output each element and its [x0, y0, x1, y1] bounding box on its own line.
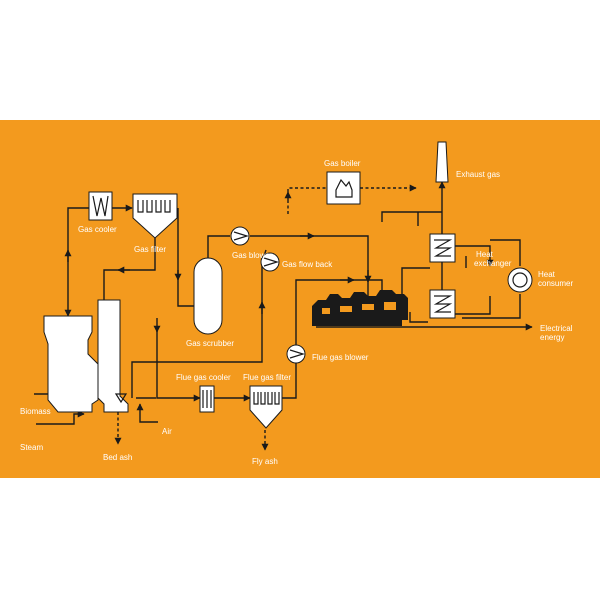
gasifier-label: Gasfier — [46, 318, 72, 327]
exhaust-stack — [435, 141, 449, 183]
blower-icon — [289, 349, 306, 359]
flue-gas-filter — [249, 385, 283, 429]
combustion-chamber-label: Combustion chamber — [107, 322, 116, 398]
gas-scrubber-label: Gas scrubber — [186, 339, 234, 348]
flue-gas-blower — [286, 344, 306, 364]
electrical-energy-label-line2: energy — [540, 333, 564, 342]
steam-label: Steam — [20, 443, 43, 452]
heat-consumer-label-line1: Heat — [538, 270, 556, 279]
gas-filter — [132, 193, 178, 239]
heat-exchanger-coil-icon — [202, 390, 212, 408]
heat-exchanger-top — [429, 233, 456, 263]
heat-exchanger-coil-icon — [92, 195, 109, 217]
blower-icon — [263, 257, 280, 267]
radiator-circle-icon — [512, 272, 528, 288]
gas-blower-label: Gas blower — [232, 251, 273, 260]
flue-gas-blower-label: Flue gas blower — [312, 353, 369, 362]
exhaust-gas-label: Exhaust gas — [456, 170, 500, 179]
bag-filter-icon — [137, 200, 171, 213]
gas-flow-back-label: Gas flow back — [282, 260, 333, 269]
flue-gas-filter-label: Flue gas filter — [243, 373, 291, 382]
heat-exchanger-label-line1: Heat — [476, 250, 494, 259]
labels: Gasfier Combustion chamber Biomass Steam… — [20, 159, 573, 466]
gas-engine-icon — [312, 290, 408, 326]
gas-boiler — [326, 171, 361, 205]
gas-filter-label: Gas filter — [134, 245, 166, 254]
heat-exchanger-label-line2: exchanger — [474, 259, 512, 268]
gas-scrubber — [193, 257, 223, 335]
heat-consumer — [507, 267, 533, 293]
biomass-label: Biomass — [20, 407, 51, 416]
gas-flow-back-blower — [260, 252, 280, 272]
gas-boiler-label: Gas boiler — [324, 159, 361, 168]
gasifier — [43, 315, 99, 413]
gas-engine — [312, 290, 408, 326]
fly-ash-label: Fly ash — [252, 457, 278, 466]
heat-exchanger-bottom — [429, 289, 456, 319]
flue-gas-cooler-label: Flue gas cooler — [176, 373, 231, 382]
gas-blower — [230, 226, 250, 246]
combustion-chamber — [97, 299, 129, 413]
flame-icon — [335, 178, 353, 198]
electrical-energy-label-line1: Electrical — [540, 324, 573, 333]
diagram-background — [0, 120, 600, 478]
gas-cooler-label: Gas cooler — [78, 225, 117, 234]
bed-ash-label: Bed ash — [103, 453, 132, 462]
blower-icon — [233, 231, 250, 241]
air-label: Air — [162, 427, 172, 436]
bag-filter-icon — [253, 392, 280, 405]
heat-consumer-label-line2: consumer — [538, 279, 573, 288]
gas-cooler — [88, 191, 113, 221]
flue-gas-cooler — [199, 385, 215, 413]
